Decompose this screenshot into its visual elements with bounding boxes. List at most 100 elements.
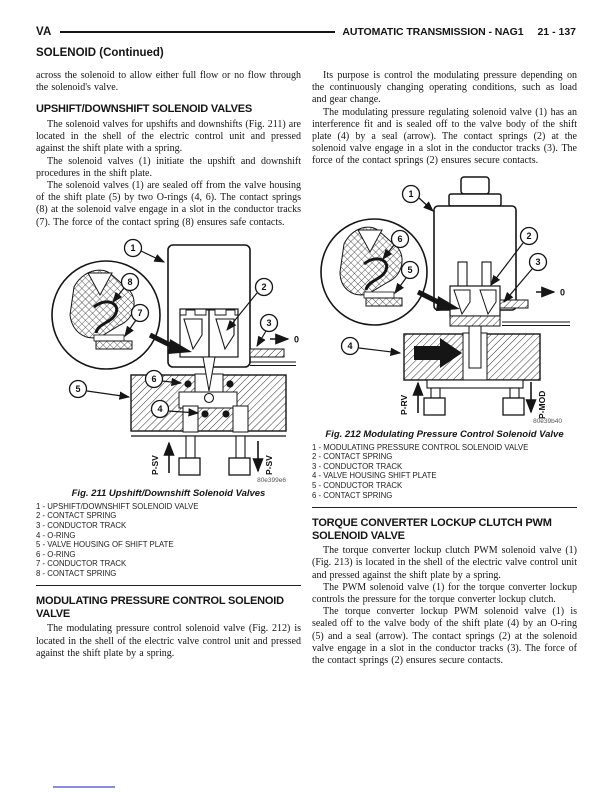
body-paragraph: The PWM solenoid valve (1) for the torqu…: [312, 581, 577, 605]
section-heading-upshift: UPSHIFT/DOWNSHIFT SOLENOID VALVES: [36, 103, 253, 116]
port-label-pmod: P-MOD: [537, 390, 547, 418]
callout-5: 5: [394, 260, 420, 294]
legend-item: 6 - O-RING: [36, 549, 76, 559]
callout-8: 8: [112, 272, 140, 303]
legend-item: 2 - CONTACT SPRING: [36, 511, 117, 521]
callout-1: 1: [123, 238, 166, 263]
zero-label: 0: [560, 287, 565, 297]
body-paragraph: The torque converter lockup clutch PWM s…: [312, 545, 577, 581]
body-paragraph: The modulating pressure regulating solen…: [312, 106, 577, 167]
body-paragraph: across the solenoid to allow either full…: [36, 70, 301, 94]
column-divider-rule: [312, 507, 577, 509]
legend-item: 1 - MODULATING PRESSURE CONTROL SOLENOID…: [312, 442, 529, 452]
legend-item: 6 - CONTACT SPRING: [312, 490, 393, 500]
legend-item: 3 - CONDUCTOR TRACK: [36, 520, 127, 530]
left-column: across the solenoid to allow either full…: [36, 70, 301, 667]
body-paragraph: Its purpose is control the modulating pr…: [312, 70, 577, 106]
legend-item: 1 - UPSHIFT/DOWNSHIFT SOLENOID VALVE: [36, 501, 199, 511]
body-paragraph: The modulating pressure control solenoid…: [36, 623, 301, 659]
callout-4: 4: [150, 399, 200, 418]
callout-2: 2: [490, 226, 539, 286]
right-column: Its purpose is control the modulating pr…: [312, 70, 577, 667]
svg-text:1: 1: [130, 243, 135, 253]
column-divider-rule: [36, 585, 301, 587]
legend-item: 2 - CONTACT SPRING: [312, 452, 393, 462]
conductor-track-detail: [95, 340, 133, 350]
zero-label: 0: [294, 334, 299, 344]
figure-212: 0: [312, 174, 577, 501]
contact-spring-detail: [363, 257, 389, 291]
section-heading-torque: TORQUE CONVERTER LOCKUP CLUTCH PWM SOLEN…: [312, 517, 552, 542]
header-section-title: AUTOMATIC TRANSMISSION - NAG1: [342, 26, 524, 38]
conductor-track-detail: [365, 297, 403, 307]
figure-code: 80e399e6: [257, 477, 286, 484]
solenoid-body: [167, 243, 251, 368]
body-paragraph: The solenoid valves for upshifts and dow…: [36, 118, 301, 155]
body-paragraph: The torque converter lockup PWM solenoid…: [312, 606, 577, 667]
inset-pointer-arrow: [168, 338, 192, 354]
legend-item: 3 - CONDUCTOR TRACK: [312, 461, 403, 471]
callout-1: 1: [401, 184, 434, 212]
o-ring-dot: [201, 410, 209, 418]
body-paragraph: The solenoid valves (1) initiate the ups…: [36, 155, 301, 179]
seal-arrow: [414, 337, 462, 368]
section-heading-modulating: MODULATING PRESSURE CONTROL SOLENOID VAL…: [36, 595, 284, 620]
port-label-prv: P-RV: [399, 394, 409, 414]
inset-pointer-arrow: [436, 295, 460, 311]
inset-detail: [320, 217, 460, 326]
zero-flow-arrow: 0: [536, 286, 565, 298]
svg-text:2: 2: [261, 282, 266, 292]
callout-3: 3: [503, 252, 548, 303]
svg-text:8: 8: [127, 277, 132, 287]
svg-text:6: 6: [151, 374, 156, 384]
zero-flow-arrow: 0: [270, 333, 299, 345]
pressure-ports: P-RV P-MOD: [399, 379, 547, 419]
legend-item: 5 - VALVE HOUSING OF SHIFT PLATE: [36, 540, 174, 550]
port-label-psv-right: P-SV: [264, 455, 274, 475]
figure-211: 0: [36, 235, 301, 579]
callout-3: 3: [256, 313, 279, 347]
figure-211-diagram: 0: [51, 238, 299, 484]
figure-212-legend: 1 - MODULATING PRESSURE CONTROL SOLENOID…: [312, 443, 577, 501]
svg-text:3: 3: [266, 318, 271, 328]
callout-4: 4: [340, 336, 402, 356]
figure-211-caption: Fig. 211 Upshift/Downshift Solenoid Valv…: [71, 487, 266, 499]
svg-text:4: 4: [347, 341, 352, 351]
continued-heading: SOLENOID (Continued): [36, 47, 164, 59]
page-number: 21 - 137: [537, 26, 576, 38]
callout-5: 5: [68, 379, 131, 400]
svg-text:2: 2: [526, 231, 531, 241]
legend-item: 4 - VALVE HOUSING SHIFT PLATE: [312, 471, 437, 481]
body-paragraph: The solenoid valves (1) are sealed off f…: [36, 179, 301, 228]
seal-row: [449, 315, 501, 327]
port-label-psv-left: P-SV: [150, 455, 160, 475]
svg-text:5: 5: [75, 384, 80, 394]
page-header: VA AUTOMATIC TRANSMISSION - NAG1 21 - 13…: [36, 26, 576, 38]
svg-text:1: 1: [408, 189, 413, 199]
shift-plate: [130, 356, 287, 437]
callout-6: 6: [382, 229, 410, 260]
shift-plate: [403, 325, 541, 382]
contact-spring-detail: [93, 300, 119, 334]
figure-code: 80e39b40: [533, 418, 562, 425]
legend-item: 8 - CONTACT SPRING: [36, 568, 117, 578]
o-ring-dot: [184, 380, 192, 388]
legend-item: 5 - CONDUCTOR TRACK: [312, 481, 403, 490]
figure-212-caption: Fig. 212 Modulating Pressure Control Sol…: [325, 428, 564, 440]
svg-text:3: 3: [535, 257, 540, 267]
conductor-track: [499, 299, 570, 326]
conductor-track: [249, 348, 296, 366]
svg-text:4: 4: [157, 404, 162, 414]
pressure-ports: P-SV P-SV: [150, 435, 274, 476]
o-ring-dot: [222, 410, 230, 418]
callout-2: 2: [226, 277, 274, 331]
svg-text:5: 5: [407, 265, 412, 275]
figure-211-legend: 1 - UPSHIFT/DOWNSHIFT SOLENOID VALVE 2 -…: [36, 502, 301, 579]
o-ring-dot: [226, 380, 234, 388]
svg-text:6: 6: [397, 234, 402, 244]
legend-item: 4 - O-RING: [36, 530, 76, 540]
two-column-body: across the solenoid to allow either full…: [36, 70, 577, 667]
callout-6: 6: [144, 369, 183, 388]
svg-text:7: 7: [137, 308, 142, 318]
